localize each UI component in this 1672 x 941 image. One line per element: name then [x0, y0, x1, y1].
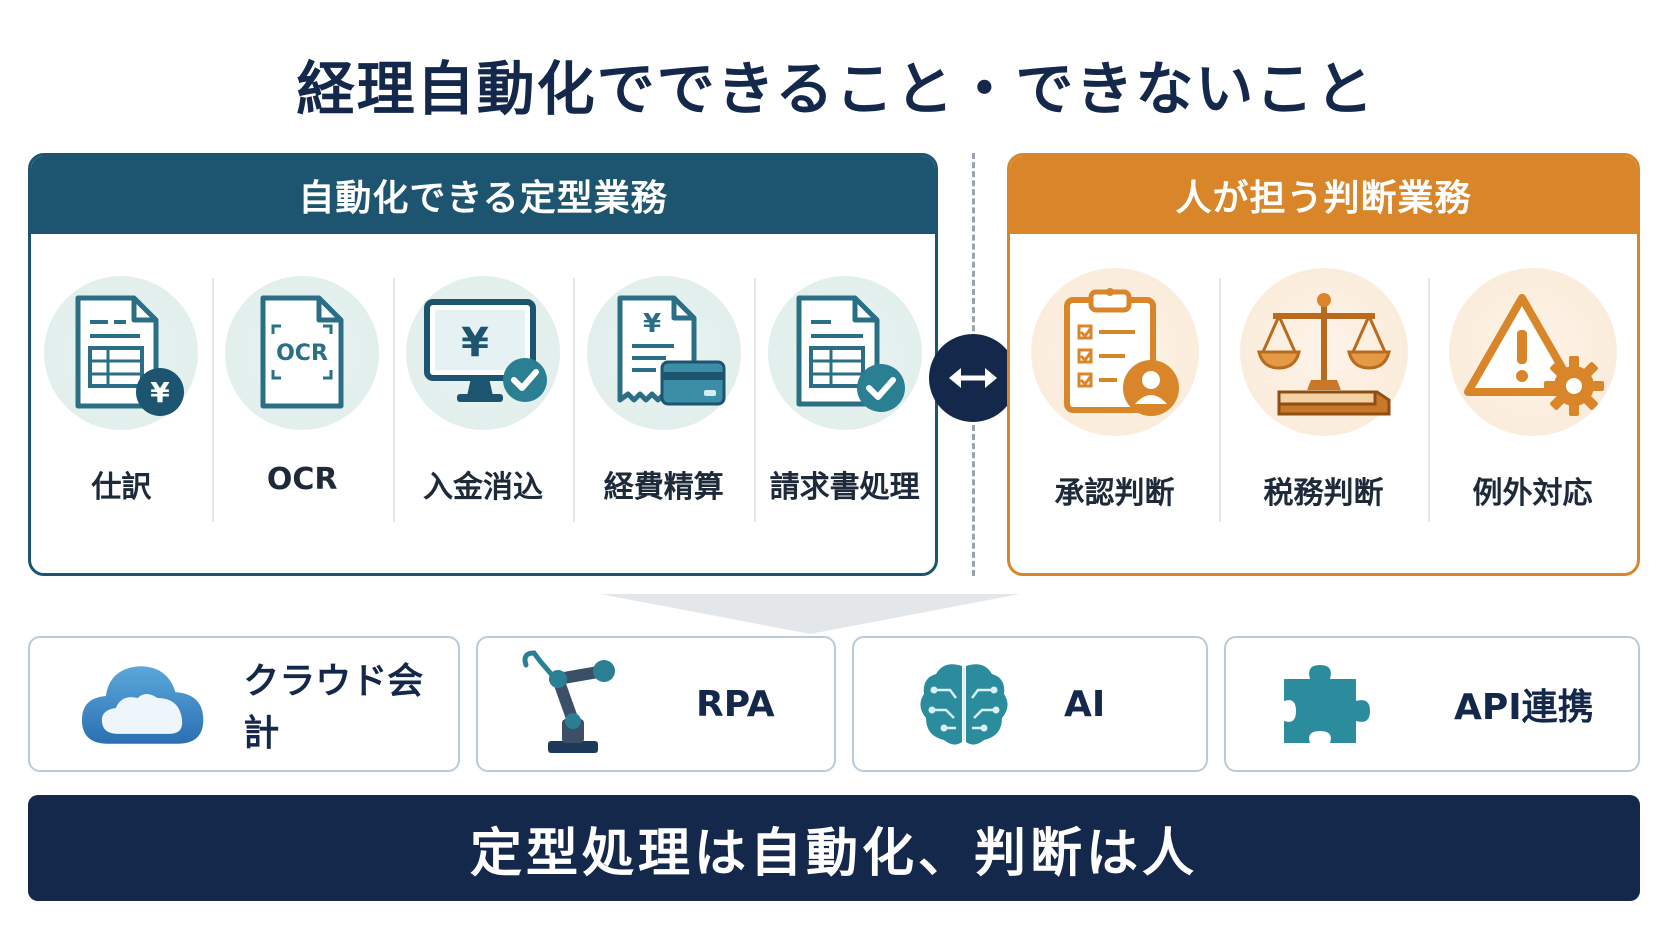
- item-label: 請求書処理: [769, 470, 920, 505]
- human-judgment-panel-header: 人が担う判断業務: [1010, 156, 1637, 234]
- item-label: 例外対応: [1472, 476, 1593, 511]
- clipboard-person-icon: [1063, 288, 1179, 416]
- tech-ai: AI: [852, 636, 1208, 772]
- invoice-check-icon: [796, 295, 905, 412]
- item-label: OCR: [266, 462, 338, 497]
- item-label: 税務判断: [1263, 476, 1384, 511]
- monitor-yen-text: ¥: [461, 320, 489, 366]
- tech-api-integration: API連携: [1224, 636, 1640, 772]
- brain-circuit-icon: [920, 664, 1008, 745]
- item-label: 仕訳: [91, 470, 152, 505]
- warning-gear-icon: [1463, 294, 1604, 416]
- scales-book-icon: [1256, 293, 1391, 416]
- tech-cloud-accounting: クラウド会計: [28, 636, 460, 772]
- ocr-document-icon: OCR: [260, 295, 344, 409]
- tech-label: クラウド会計: [243, 661, 424, 754]
- item-invoice: 請求書処理: [754, 234, 935, 573]
- tech-label: RPA: [696, 683, 775, 725]
- receipt-yen-text: ¥: [643, 309, 661, 339]
- ledger-yen-icon: ¥: [75, 295, 185, 416]
- page-title: 経理自動化でできること・できないこと: [296, 55, 1376, 123]
- item-reconcile: ¥ 入金消込: [392, 234, 574, 573]
- tech-label: API連携: [1454, 687, 1594, 728]
- item-tax: 税務判断: [1219, 234, 1428, 573]
- human-judgment-panel: 人が担う判断業務: [1007, 153, 1640, 576]
- cloud-icon: [81, 666, 204, 744]
- receipt-card-icon: ¥: [617, 295, 726, 406]
- ocr-icon-text: OCR: [276, 341, 328, 366]
- item-label: 承認判断: [1054, 476, 1175, 511]
- item-journal: ¥ 仕訳: [31, 234, 212, 573]
- svg-text:¥: ¥: [151, 376, 171, 409]
- swap-arrows-icon: [929, 334, 1017, 422]
- tech-rpa: RPA: [476, 636, 836, 772]
- item-ocr: OCR OCR: [211, 234, 393, 573]
- item-label: 経費精算: [603, 470, 724, 505]
- item-exception: 例外対応: [1428, 234, 1637, 573]
- conclusion-banner: 定型処理は自動化、判断は人: [28, 795, 1640, 901]
- puzzle-icon: [1284, 665, 1370, 743]
- robot-arm-icon: [522, 650, 615, 753]
- item-label: 入金消込: [422, 470, 543, 505]
- item-expense: ¥ 経費精算: [573, 234, 754, 573]
- monitor-yen-check-icon: ¥: [423, 299, 547, 402]
- item-approval: 承認判断: [1010, 234, 1219, 573]
- automatable-panel-header: 自動化できる定型業務: [31, 156, 935, 234]
- down-arrow-icon: [600, 594, 1020, 634]
- automatable-panel: 自動化できる定型業務 ¥ 仕訳: [28, 153, 938, 576]
- tech-label: AI: [1064, 683, 1106, 725]
